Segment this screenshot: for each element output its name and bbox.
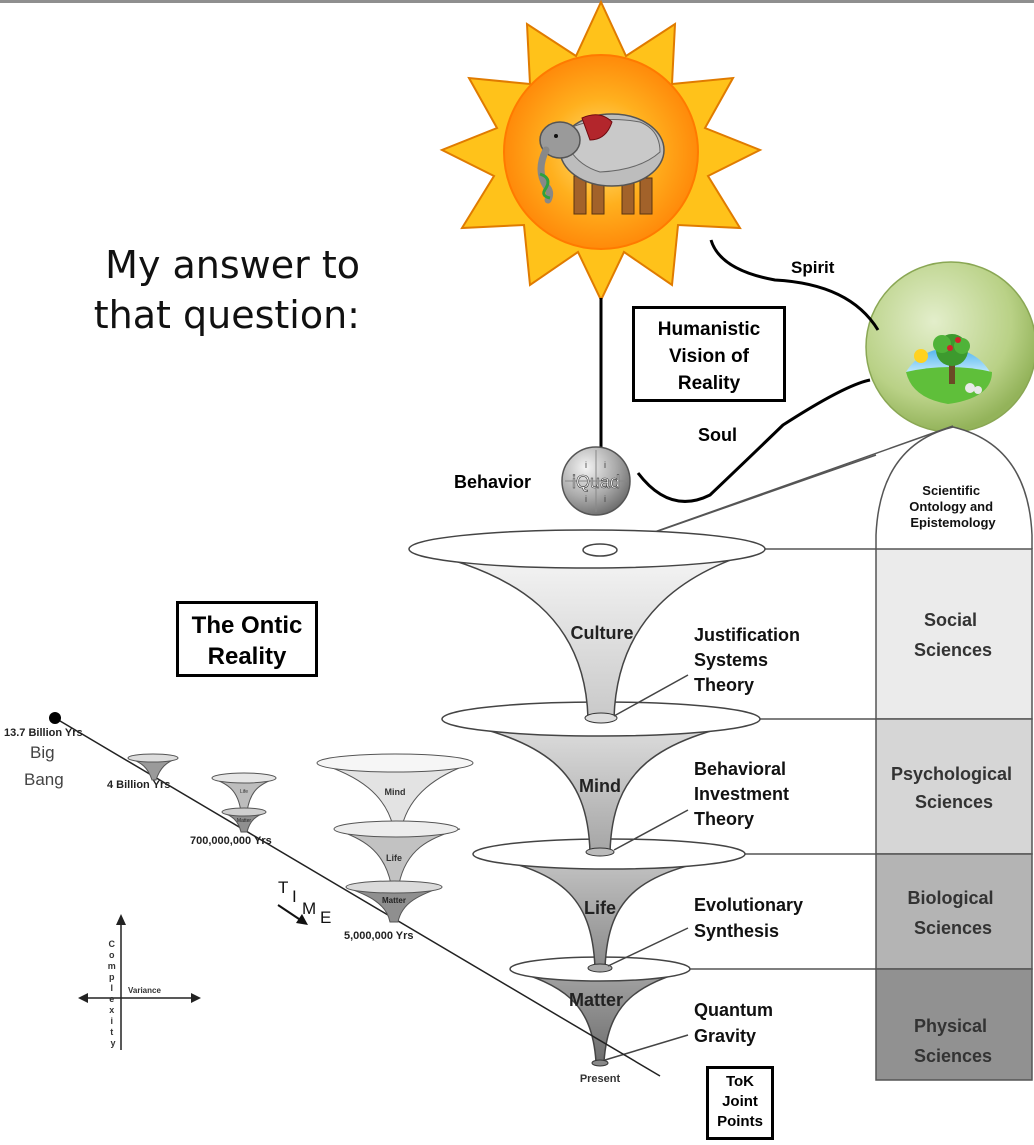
humanistic-line-3: Reality — [677, 373, 741, 394]
time-arrow — [277, 904, 303, 922]
life-funnel-label: Life — [584, 898, 616, 918]
svg-text:i: i — [604, 460, 606, 470]
bang-time-label: 13.7 Billion Yrs — [4, 727, 83, 739]
behavior-label: Behavior — [454, 472, 531, 492]
four-billion-label: 4 Billion Yrs — [107, 779, 170, 791]
joint-pointer-lines — [604, 674, 689, 1061]
tiny-matter-label: Matter — [237, 818, 252, 824]
complexity-label: C o m p l e x i t y — [108, 939, 119, 1048]
culture-funnel-label: Culture — [571, 623, 634, 643]
tok-line-1: ToK — [725, 1073, 755, 1090]
sun-icon — [439, 0, 763, 303]
humanistic-vision-box: Humanistic Vision of Reality — [632, 306, 786, 402]
psychological-sciences-label: Psychological Sciences — [891, 764, 1017, 812]
humanistic-line-1: Humanistic — [657, 319, 761, 340]
present-label: Present — [580, 1073, 621, 1085]
intro-line-2: that question: — [93, 293, 360, 337]
physical-sciences-band — [875, 968, 1033, 1081]
social-sciences-band — [875, 548, 1033, 720]
tok-line-2: Joint — [722, 1093, 758, 1110]
spirit-label: Spirit — [791, 258, 835, 277]
ontic-reality-box: The Ontic Reality — [176, 601, 318, 677]
svg-text:i: i — [585, 494, 587, 504]
ontic-line-2: Reality — [207, 643, 287, 670]
biological-sciences-band — [875, 853, 1033, 970]
social-sciences-label: Social Sciences — [914, 610, 992, 660]
justification-systems-theory-label: Justification Systems Theory — [694, 625, 805, 695]
physical-sciences-label: Physical Sciences — [914, 1016, 992, 1066]
iquad-badge-icon: i i i i iQuad — [561, 446, 631, 516]
matter-funnel: Matter Present — [509, 956, 691, 1085]
svg-text:i: i — [585, 460, 587, 470]
mini-mind-label: Mind — [385, 787, 406, 797]
behavioral-investment-theory-label: Behavioral Investment Theory — [694, 759, 794, 829]
mini-life-label: Life — [386, 853, 402, 863]
time-label: T I M E — [278, 878, 331, 927]
tiny-life-label: Life — [240, 789, 248, 795]
tok-line-3: Points — [717, 1113, 763, 1130]
ontology-cap-text: Scientific Ontology and Epistemology — [909, 483, 996, 530]
intro-text: My answer to that question: — [20, 240, 360, 340]
mini-matter-label: Matter — [382, 896, 406, 905]
five-million-label: 5,000,000 Yrs — [344, 930, 414, 942]
big-label: Big — [30, 743, 55, 762]
elephant-icon — [537, 113, 665, 215]
level-lines — [600, 425, 954, 970]
top-border — [0, 0, 1034, 3]
seven-hundred-million-label: 700,000,000 Yrs — [190, 835, 272, 847]
variance-label: Variance — [128, 986, 161, 995]
culture-funnel: Culture — [408, 529, 766, 724]
biological-sciences-label: Biological Sciences — [907, 888, 998, 938]
tok-joint-points-box: ToK Joint Points — [706, 1066, 774, 1140]
mind-funnel: Mind — [441, 701, 761, 857]
science-column-cap — [875, 426, 1033, 549]
big-bang-dot — [49, 712, 61, 724]
mind-funnel-label: Mind — [579, 776, 621, 796]
psychological-sciences-band — [875, 718, 1033, 855]
matter-funnel-label: Matter — [569, 990, 623, 1010]
intro-line-1: My answer to — [105, 243, 360, 287]
timeline: 13.7 Billion Yrs Big Bang 4 Billion Yrs … — [4, 712, 661, 1077]
ontic-line-1: The Ontic — [191, 612, 303, 639]
spirit-connector — [709, 239, 880, 331]
soul-connector — [636, 378, 871, 503]
evolutionary-synthesis-label: Evolutionary Synthesis — [694, 895, 808, 941]
complexity-variance-axes: Variance C o m p l e x i t y — [78, 914, 201, 1050]
earth-orb-icon — [865, 261, 1034, 433]
quantum-gravity-label: Quantum Gravity — [694, 1000, 778, 1046]
bang-label: Bang — [24, 770, 64, 789]
svg-text:i: i — [604, 494, 606, 504]
soul-label: Soul — [698, 425, 737, 445]
iquad-label: iQuad — [572, 472, 620, 492]
science-column: Scientific Ontology and Epistemology Soc… — [875, 426, 1033, 1081]
humanistic-line-2: Vision of — [669, 346, 749, 367]
